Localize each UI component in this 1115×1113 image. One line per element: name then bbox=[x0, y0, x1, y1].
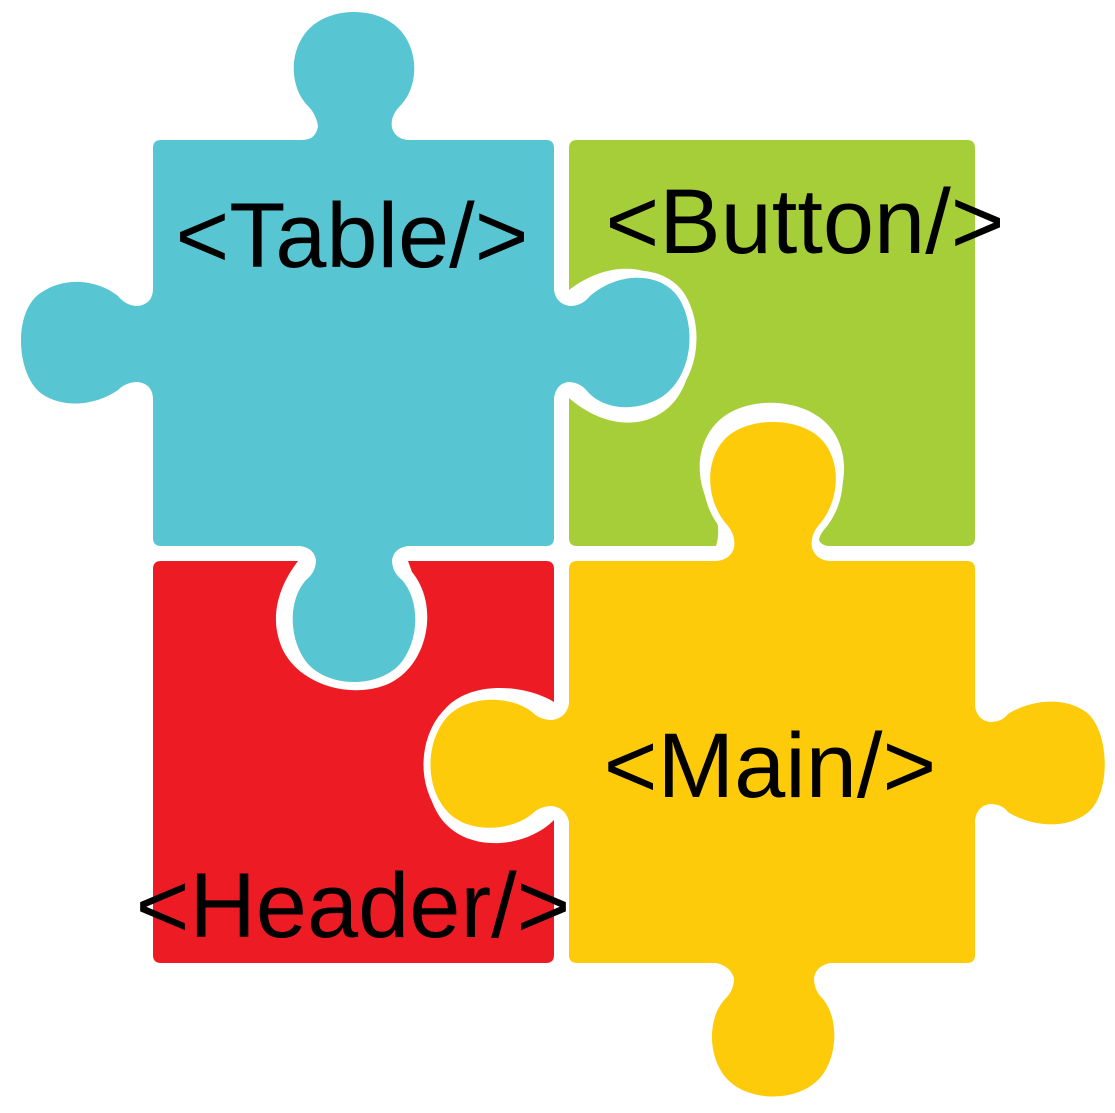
main-piece bbox=[423, 415, 1112, 1104]
header-piece-shape bbox=[146, 554, 561, 970]
table-label: <Table/> bbox=[176, 185, 529, 287]
main-piece-shape bbox=[423, 415, 1112, 1104]
table-piece bbox=[14, 5, 697, 689]
header-piece bbox=[146, 554, 561, 970]
table-piece-shape bbox=[14, 5, 697, 689]
header-label: <Header/> bbox=[136, 855, 571, 957]
button-label: <Button/> bbox=[606, 171, 1005, 273]
main-label: <Main/> bbox=[604, 715, 936, 817]
